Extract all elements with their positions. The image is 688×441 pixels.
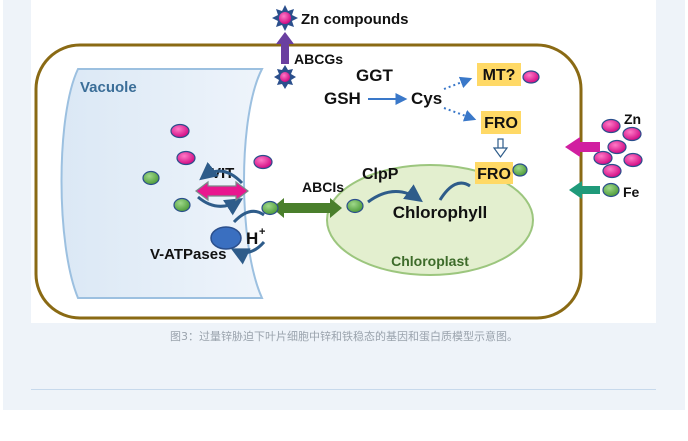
- divider: [31, 389, 656, 390]
- abcis-label: ABCIs: [302, 179, 344, 195]
- vit-zn-transport-arrow: [195, 180, 249, 202]
- v-atpase-arc-lower: [230, 240, 266, 265]
- cys-to-fro-arrow: [443, 107, 477, 122]
- zn-ion: [176, 150, 196, 166]
- clpp-degradation-arrow: [367, 184, 423, 204]
- figure-caption: 图3：过量锌胁迫下叶片细胞中锌和铁稳态的基因和蛋白质模型示意图。: [170, 330, 518, 343]
- zn-ion: [593, 150, 613, 166]
- chloroplast: [326, 164, 534, 276]
- abcis-transport-arrow: [272, 198, 342, 218]
- fro-chloroplast-highlight: [475, 162, 513, 184]
- zn-ion: [601, 118, 621, 134]
- proton-label: H: [246, 229, 258, 248]
- fe-label: Fe: [623, 184, 640, 200]
- fro-translocation-arrow-head: [492, 147, 509, 159]
- cys-label: Cys: [411, 89, 442, 108]
- vacuole: [60, 68, 264, 299]
- zn-ion: [623, 152, 643, 168]
- fe-ion: [602, 182, 620, 198]
- abcgs-arrow-shaft: [281, 42, 289, 64]
- v-atpase-arc-upper: [232, 209, 265, 224]
- fro-top-label: FRO: [484, 115, 518, 132]
- v-atpase-protein: [210, 226, 242, 250]
- zn-ion: [522, 70, 540, 84]
- vit-arc-lower: [197, 195, 244, 216]
- clpp-label: ClpP: [362, 166, 399, 183]
- zn-ion: [622, 126, 642, 142]
- zn-uptake-arrow: [565, 137, 600, 157]
- fe-ion: [346, 198, 364, 214]
- zn-compounds-label: Zn compounds: [301, 11, 409, 28]
- chlorophyll-label: Chlorophyll: [393, 203, 487, 222]
- zn-ion: [279, 12, 291, 24]
- fe-ion: [142, 170, 160, 186]
- abcgs-arrow-head: [276, 32, 294, 44]
- zn-ion: [602, 163, 622, 179]
- fro-chloroplast-label: FRO: [477, 166, 511, 183]
- mt-label: MT?: [483, 67, 516, 84]
- zn-ion: [280, 72, 290, 82]
- fe-ion: [173, 197, 191, 213]
- ggt-label: GGT: [356, 66, 393, 85]
- gsh-label: GSH: [324, 89, 361, 108]
- vacuole-label: Vacuole: [80, 79, 137, 96]
- fe-ion: [261, 200, 279, 216]
- cys-to-mt-arrow: [443, 76, 473, 90]
- fro-top-highlight: [481, 111, 521, 134]
- abcgs-label: ABCGs: [294, 51, 343, 67]
- cell-wall: [34, 43, 583, 320]
- zn-ion: [170, 123, 190, 139]
- chlorophyll-fro-arrow: [438, 181, 471, 201]
- zn-ion: [607, 139, 627, 155]
- zn-label: Zn: [624, 111, 641, 127]
- zn-ion: [253, 154, 273, 170]
- vit-arc-upper: [199, 161, 244, 185]
- proton-charge: +: [259, 226, 265, 238]
- chloroplast-label: Chloroplast: [391, 253, 469, 269]
- fe-ion: [512, 163, 528, 177]
- mt-highlight: [477, 63, 521, 86]
- v-atpases-label: V-ATPases: [150, 246, 226, 263]
- fe-uptake-arrow: [569, 181, 600, 199]
